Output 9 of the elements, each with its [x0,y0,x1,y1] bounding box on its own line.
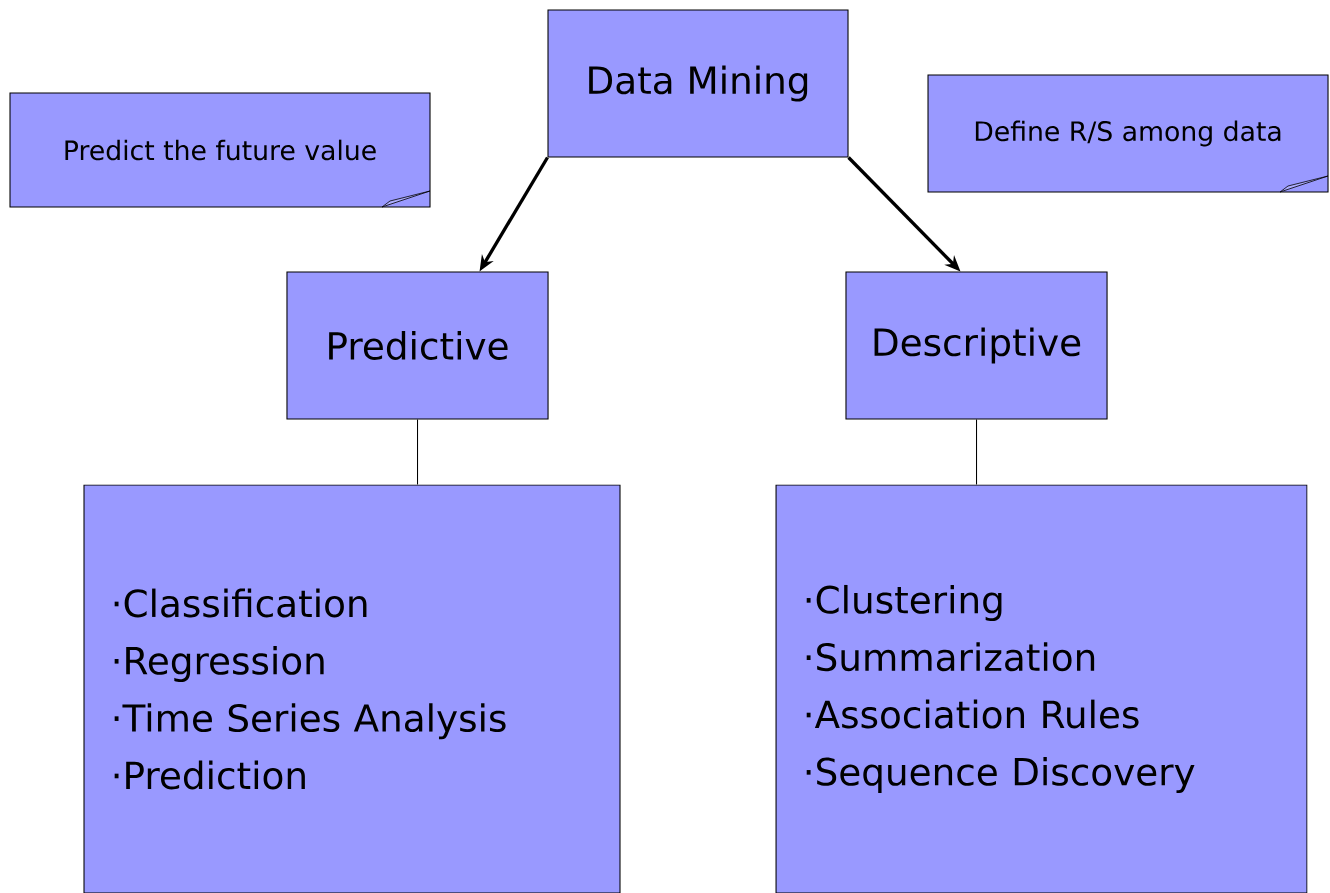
process-box: Data Mining [547,9,849,158]
list-box: ·Classification ·Regression ·Time Series Analysis ·Prediction [83,484,621,893]
process-box: Descriptive [845,271,1108,420]
process-box: Predictive [286,271,549,420]
connector-line [975,418,978,485]
list-box: ·Clustering ·Summarization ·Association Rules ·Sequence Discovery [775,484,1308,893]
note-box: Predict the future value [9,92,431,208]
connector-line [416,418,419,485]
note-box: Define R/S among data [927,74,1329,193]
